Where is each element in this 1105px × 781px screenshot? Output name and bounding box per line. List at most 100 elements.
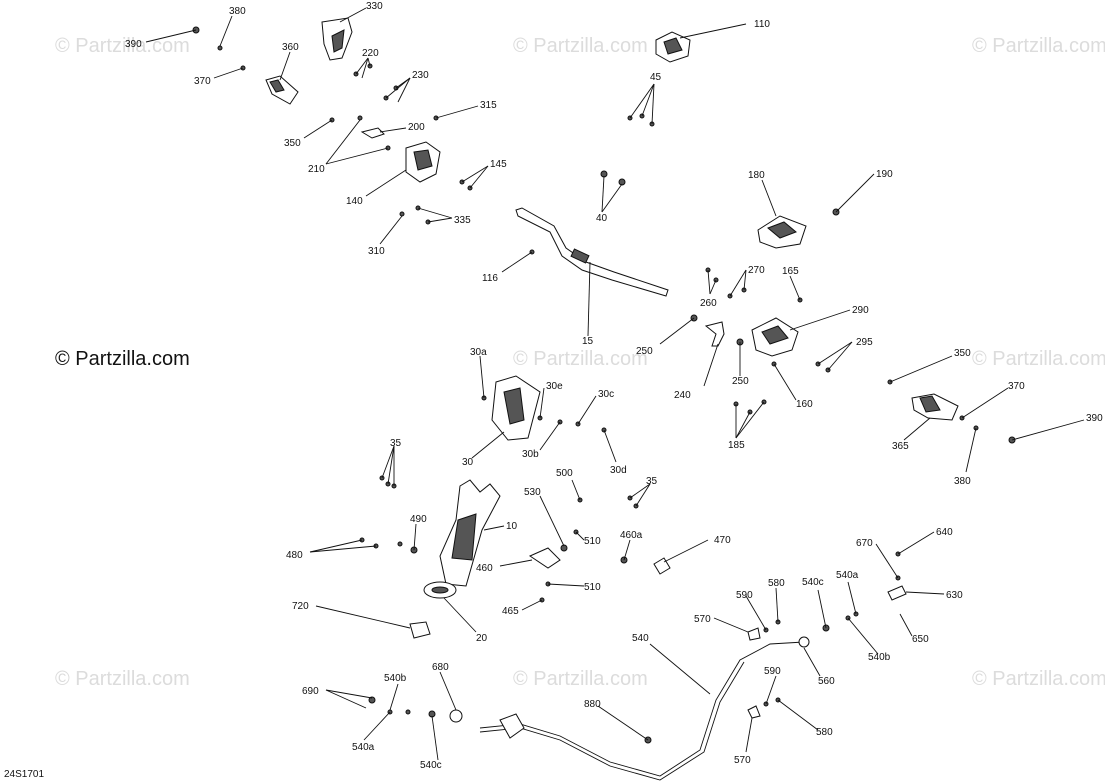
- part-label: 560: [818, 676, 835, 687]
- part-label: 30a: [470, 347, 487, 358]
- part-label: 640: [936, 527, 953, 538]
- part-labels: 380 390 330 110 360 220 230 370 45 315 2…: [125, 1, 1103, 771]
- part-label: 365: [892, 441, 909, 452]
- part-label: 630: [946, 590, 963, 601]
- part-label: 30e: [546, 381, 563, 392]
- part-label: 460: [476, 563, 493, 574]
- watermark: © Partzilla.com: [55, 35, 190, 57]
- part-label: 370: [194, 76, 211, 87]
- part-cable-540-b: [479, 661, 745, 781]
- part-label: 590: [736, 590, 753, 601]
- part-label: 35: [390, 438, 402, 449]
- part-label: 200: [408, 122, 425, 133]
- part-label: 250: [636, 346, 653, 357]
- part-label: 390: [125, 39, 142, 50]
- part-label: 45: [650, 72, 662, 83]
- part-label: 510: [584, 536, 601, 547]
- part-label: 110: [754, 19, 770, 30]
- diagram-code: 24S1701: [4, 769, 44, 780]
- part-clip-470: [653, 557, 671, 575]
- watermark: © Partzilla.com: [972, 35, 1105, 57]
- part-label: 350: [284, 138, 301, 149]
- part-cable-540: [479, 641, 805, 777]
- part-label: 570: [694, 614, 711, 625]
- part-handlebar-15-knurl: [570, 248, 590, 264]
- part-label: 116: [482, 273, 498, 284]
- part-label: 690: [302, 686, 319, 697]
- part-label: 460a: [620, 530, 643, 541]
- part-label: 670: [856, 538, 873, 549]
- part-label: 30c: [598, 389, 614, 400]
- fasteners: [192, 26, 1016, 744]
- parts: [192, 17, 1016, 781]
- leader-lines: [145, 7, 1085, 761]
- part-lever-240: [704, 321, 725, 347]
- part-switch-housing-140-detail: [413, 149, 433, 171]
- part-oring-680: [449, 709, 463, 723]
- part-label: 580: [816, 727, 833, 738]
- part-housing-180-detail: [767, 221, 797, 239]
- part-label: 370: [1008, 381, 1025, 392]
- part-label: 330: [366, 1, 383, 12]
- part-label: 590: [764, 666, 781, 677]
- part-label: 190: [876, 169, 893, 180]
- part-label: 230: [412, 70, 429, 81]
- part-label: 140: [346, 196, 363, 207]
- part-label: 540: [632, 633, 649, 644]
- part-label: 360: [282, 42, 299, 53]
- part-label: 530: [524, 487, 541, 498]
- part-label: 350: [954, 348, 971, 359]
- part-handlebar-15: [515, 207, 669, 297]
- part-cover-330-detail: [331, 29, 345, 53]
- part-switch-housing-290-detail: [761, 325, 789, 345]
- part-washer-560: [798, 636, 810, 648]
- watermark: © Partzilla.com: [972, 348, 1105, 370]
- part-nut-720: [409, 621, 431, 639]
- part-column-10-detail: [451, 513, 477, 561]
- part-label: 260: [700, 298, 717, 309]
- part-label: 880: [584, 699, 601, 710]
- part-ring-20-inner: [431, 586, 449, 594]
- part-label: 570: [734, 755, 751, 766]
- watermark: © Partzilla.com: [513, 348, 648, 370]
- part-label: 180: [748, 170, 765, 181]
- part-label: 490: [410, 514, 427, 525]
- part-lever-200: [360, 127, 385, 139]
- part-label: 465: [502, 606, 519, 617]
- part-label: 20: [476, 633, 488, 644]
- watermark: © Partzilla.com: [55, 668, 190, 690]
- watermark: © Partzilla.com: [513, 668, 648, 690]
- part-label: 240: [674, 390, 691, 401]
- part-label: 540c: [802, 577, 824, 588]
- part-grip-365-detail: [919, 395, 941, 413]
- part-label: 540b: [868, 652, 891, 663]
- part-label: 335: [454, 215, 471, 226]
- part-label: 210: [308, 164, 325, 175]
- part-label: 295: [856, 337, 873, 348]
- copyright-notice: © Partzilla.com: [55, 348, 190, 370]
- part-label: 480: [286, 550, 303, 561]
- watermark: © Partzilla.com: [972, 668, 1105, 690]
- part-housing-110-detail: [663, 37, 683, 55]
- part-label: 680: [432, 662, 449, 673]
- part-label: 470: [714, 535, 731, 546]
- part-grip-360-detail: [269, 79, 285, 93]
- part-label: 165: [782, 266, 799, 277]
- part-actuator-540: [499, 713, 525, 739]
- part-label: 30b: [522, 449, 539, 460]
- part-label: 500: [556, 468, 573, 479]
- part-label: 720: [292, 601, 309, 612]
- part-label: 380: [954, 476, 971, 487]
- watermark: © Partzilla.com: [513, 35, 648, 57]
- part-label: 15: [582, 336, 594, 347]
- part-label: 250: [732, 376, 749, 387]
- part-label: 30d: [610, 465, 627, 476]
- part-label: 390: [1086, 413, 1103, 424]
- part-label: 540b: [384, 673, 407, 684]
- part-label: 10: [506, 521, 518, 532]
- part-label: 290: [852, 305, 869, 316]
- part-label: 580: [768, 578, 785, 589]
- part-label: 35: [646, 476, 658, 487]
- part-label: 40: [596, 213, 608, 224]
